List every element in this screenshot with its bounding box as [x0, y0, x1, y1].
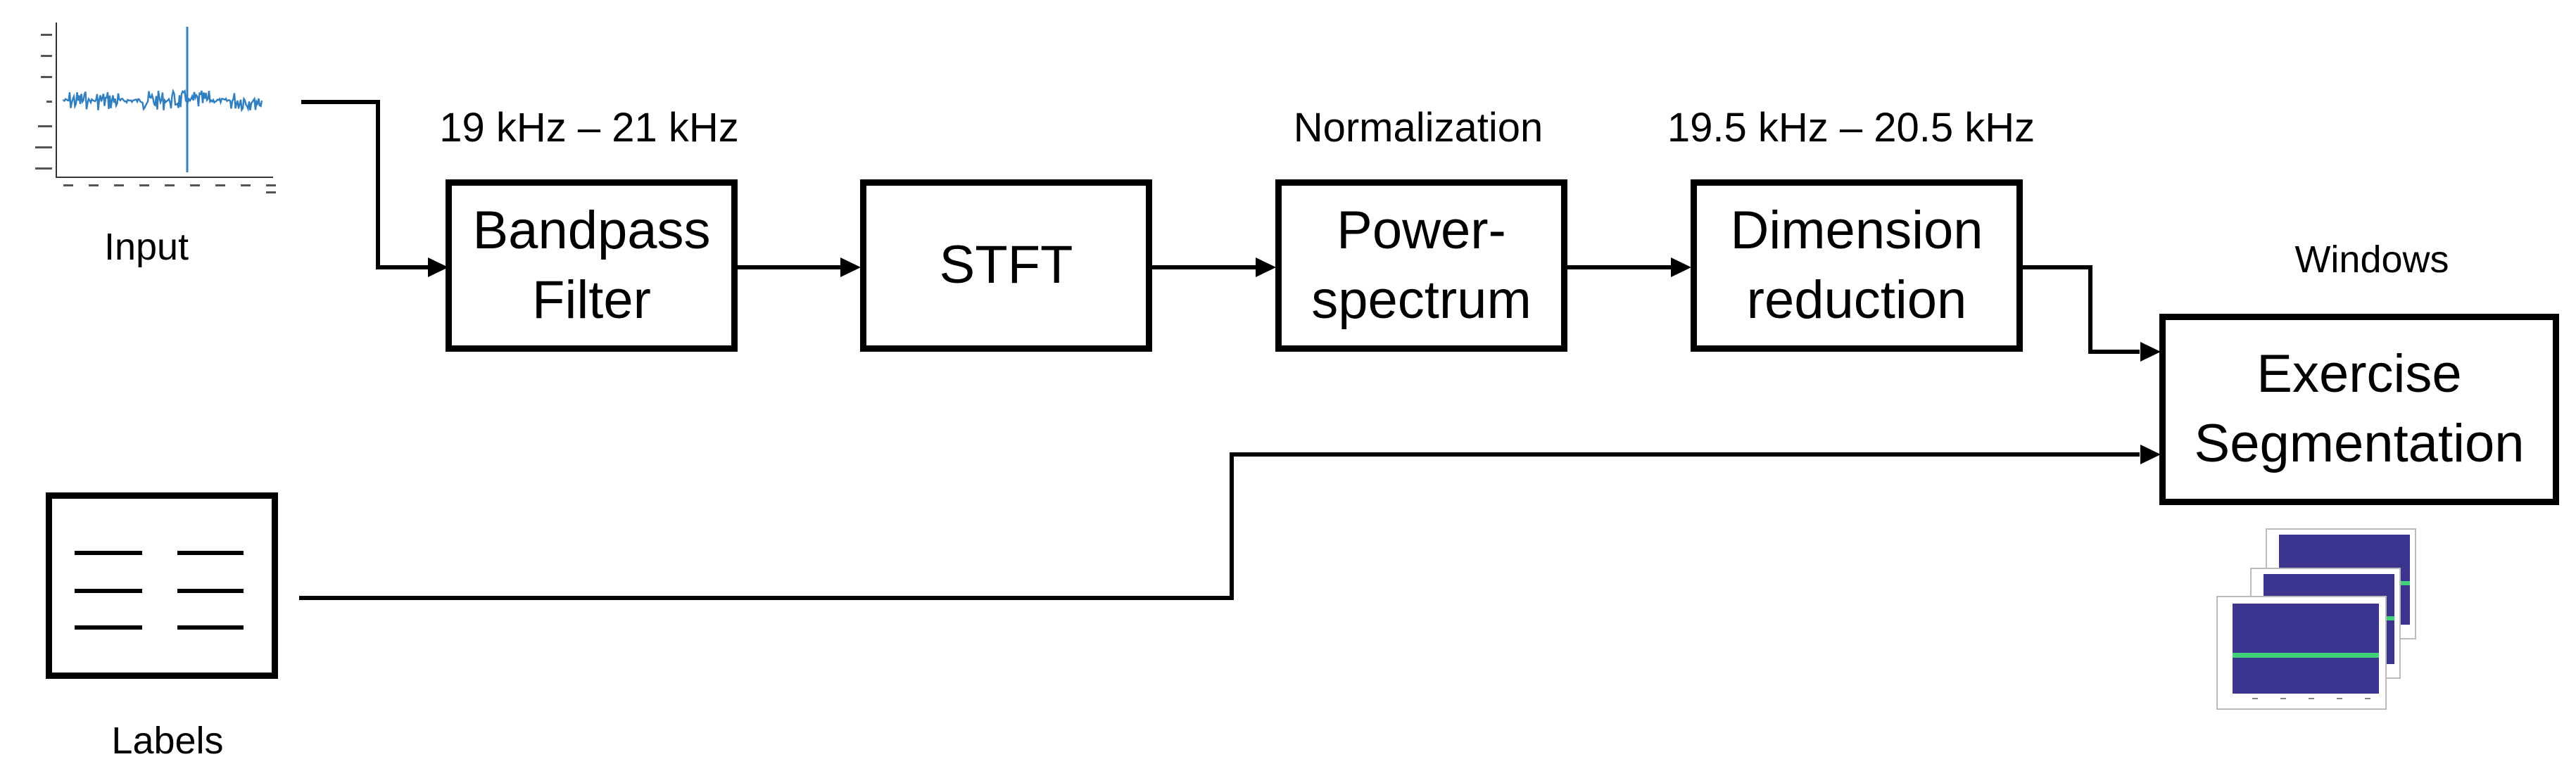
dimension-caption: 19.5 kHz – 20.5 kHz: [1667, 105, 2035, 151]
power-spectrum-box: Power- spectrum: [1275, 179, 1567, 352]
arrowhead-power: [1256, 257, 1276, 277]
segmentation-caption: Windows: [2294, 238, 2449, 281]
label-list-icon: [46, 492, 278, 679]
dimension-reduction-box: Dimension reduction: [1691, 179, 2023, 352]
waveform-trace: [62, 88, 263, 113]
spectrogram-window-front: [2216, 596, 2387, 710]
dimension-line-1: Dimension: [1730, 200, 1983, 260]
arrowhead-segmentation-bottom: [2140, 445, 2161, 464]
arrowhead-dimension: [1671, 257, 1691, 277]
bandpass-filter-box: Bandpass Filter: [446, 179, 738, 352]
power-line-2: spectrum: [1311, 269, 1532, 330]
connector-labels-segmentation: [299, 452, 2140, 600]
segmentation-line-2: Segmentation: [2194, 414, 2525, 473]
bandpass-line-2: Filter: [532, 269, 651, 330]
arrowhead-stft: [840, 257, 861, 277]
arrowhead-bandpass: [428, 257, 448, 277]
stft-line-1: STFT: [939, 235, 1073, 295]
bandpass-caption: 19 kHz – 21 kHz: [439, 105, 739, 151]
dimension-line-2: reduction: [1746, 269, 1967, 330]
power-caption: Normalization: [1293, 105, 1543, 151]
input-label: Input: [103, 226, 189, 268]
arrowhead-segmentation-top: [2140, 342, 2161, 362]
segmentation-line-1: Exercise: [2256, 344, 2462, 404]
connector-dimension-segmentation: [2021, 265, 2140, 354]
connector-input-bandpass: [301, 100, 431, 269]
exercise-segmentation-box: Exercise Segmentation: [2159, 314, 2559, 505]
spectrogram-stack-icon: [2216, 528, 2416, 710]
power-line-1: Power-: [1337, 200, 1506, 260]
waveform-plot-icon: [20, 0, 301, 204]
labels-label: Labels: [111, 720, 224, 762]
bandpass-line-1: Bandpass: [472, 200, 711, 260]
stft-box: STFT: [860, 179, 1152, 352]
